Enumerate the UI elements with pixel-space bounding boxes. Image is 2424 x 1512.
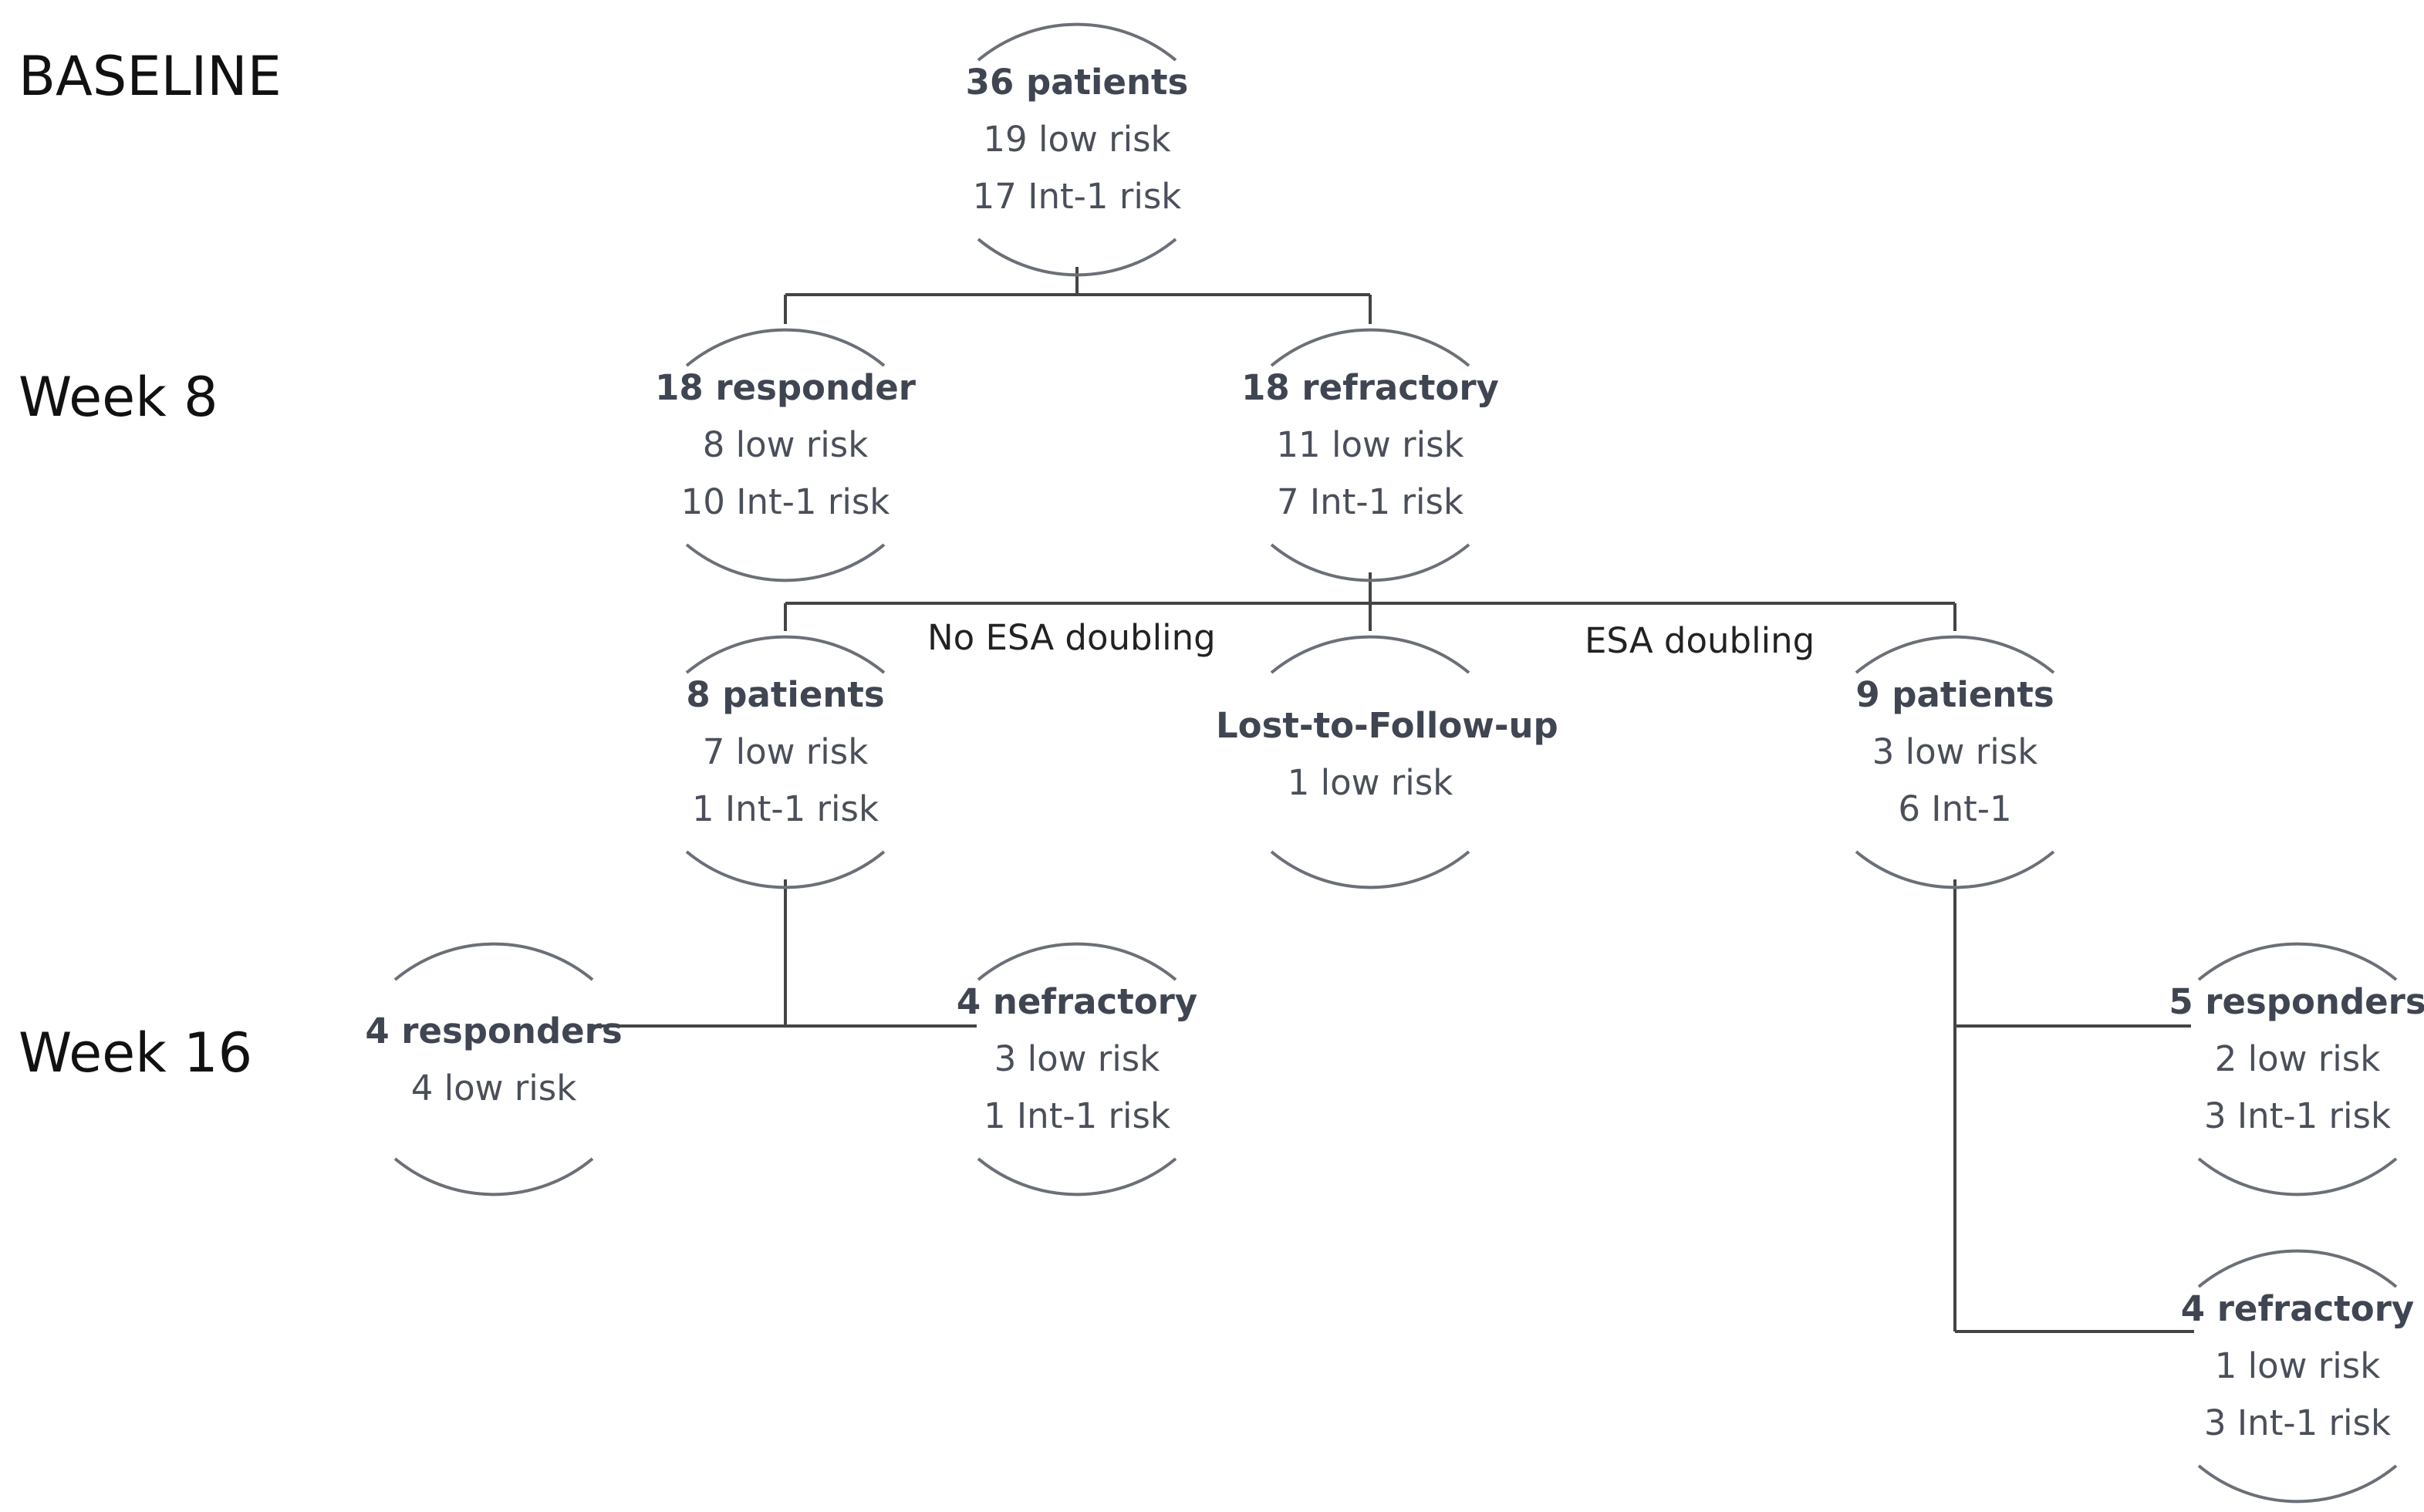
node-line: 4 low risk (410, 1068, 577, 1109)
node-title: Lost-to-Follow-up (1216, 705, 1558, 746)
node-line: 7 low risk (702, 731, 869, 772)
node-line: 8 low risk (702, 424, 869, 465)
node-line: 3 Int-1 risk (2203, 1402, 2392, 1443)
node-title: 18 responder (655, 367, 916, 408)
node-line: 7 Int-1 risk (1276, 481, 1464, 522)
arc-w16-esa-resp (2197, 942, 2398, 1196)
arc-lost (1270, 635, 1470, 889)
node-line: 11 low risk (1276, 424, 1464, 465)
node-esa-group: 9 patients 3 low risk 6 Int-1 (1801, 667, 2109, 838)
node-title: 8 patients (686, 674, 885, 715)
stage-label-baseline: BASELINE (19, 45, 282, 108)
arc-w16-esa-refr (2197, 1249, 2398, 1504)
node-line: 1 Int-1 risk (983, 1095, 1171, 1136)
node-line: 1 low risk (2214, 1345, 2381, 1386)
node-title: 36 patients (965, 62, 1189, 103)
node-line: 19 low risk (983, 119, 1171, 160)
node-line: 3 Int-1 risk (2203, 1095, 2392, 1136)
node-no-esa-group: 8 patients 7 low risk 1 Int-1 risk (631, 667, 940, 838)
arc-baseline (977, 22, 1177, 277)
arc-w8-refractory (1270, 328, 1470, 582)
node-line: 6 Int-1 (1898, 788, 2012, 829)
node-title: 4 nefractory (956, 981, 1198, 1022)
arc-w16-no-resp (393, 942, 594, 1196)
node-arcs (393, 22, 2398, 1504)
node-line: 2 low risk (2214, 1038, 2381, 1079)
node-title: 9 patients (1855, 674, 2054, 715)
arc-no-esa-group (685, 635, 886, 889)
node-title: 4 responders (365, 1011, 623, 1051)
node-w8-refractory: 18 refractory 11 low risk 7 Int-1 risk (1216, 359, 1524, 531)
node-w8-responder: 18 responder 8 low risk 10 Int-1 risk (631, 359, 940, 531)
node-line: 1 low risk (1287, 762, 1453, 803)
branch-label-esa: ESA doubling (1585, 620, 1815, 661)
stage-label-week8: Week 8 (19, 366, 218, 429)
node-w16-no-esa-refractory: 4 nefractory 3 low risk 1 Int-1 risk (923, 974, 1231, 1145)
node-title: 18 refractory (1241, 367, 1499, 408)
arc-esa-group (1855, 635, 2055, 889)
node-title: 5 responders (2169, 981, 2424, 1022)
node-baseline: 36 patients 19 low risk 17 Int-1 risk (923, 54, 1231, 225)
node-lost-to-follow-up: Lost-to-Follow-up 1 low risk (1216, 697, 1558, 812)
arc-w16-no-refr (977, 942, 1177, 1196)
node-title: 4 refractory (2180, 1288, 2415, 1329)
branch-label-no-esa: No ESA doubling (927, 617, 1216, 658)
connector-baseline-week8 (784, 267, 1372, 324)
node-line: 3 low risk (994, 1038, 1160, 1079)
node-line: 17 Int-1 risk (972, 176, 1182, 217)
arc-w8-responder (685, 328, 886, 582)
node-line: 1 Int-1 risk (691, 788, 879, 829)
node-w16-esa-refractory: 4 refractory 1 low risk 3 Int-1 risk (2143, 1281, 2424, 1452)
connector-no-esa-week16 (589, 879, 977, 1028)
connector-esa-week16 (1953, 879, 2194, 1333)
connector-refractory-split (784, 572, 1956, 631)
stage-label-week16: Week 16 (19, 1021, 253, 1085)
node-line: 10 Int-1 risk (680, 481, 890, 522)
node-w16-esa-responders: 5 responders 2 low risk 3 Int-1 risk (2143, 974, 2424, 1145)
node-line: 3 low risk (1872, 731, 2038, 772)
node-w16-no-esa-responders: 4 responders 4 low risk (339, 1003, 648, 1117)
